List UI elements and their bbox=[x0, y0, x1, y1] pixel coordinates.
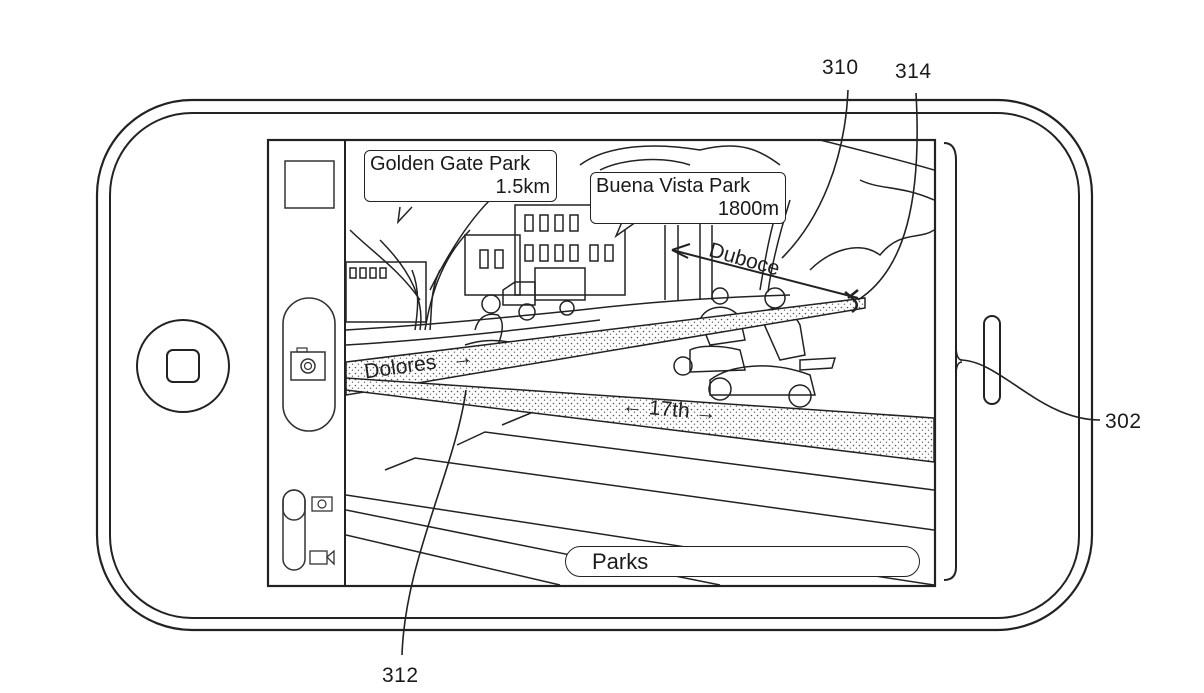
clear-icon[interactable] bbox=[889, 550, 913, 574]
street-overlay-dolores bbox=[346, 297, 866, 396]
poi-distance: 1.5km bbox=[495, 176, 550, 198]
home-button-icon bbox=[136, 319, 230, 413]
leader-312 bbox=[401, 389, 467, 656]
poi-distance: 1800m bbox=[717, 198, 779, 220]
mode-toggle-thumb bbox=[282, 489, 306, 521]
street-overlay-17th bbox=[346, 377, 934, 463]
search-bar[interactable]: Parks bbox=[565, 546, 920, 577]
camera-icon bbox=[290, 347, 326, 381]
poi-callout-buena-vista-park[interactable]: Buena Vista Park 1800m bbox=[590, 172, 786, 224]
phone-inner-outline bbox=[109, 112, 1080, 619]
shutter-button[interactable] bbox=[283, 298, 335, 431]
leader-302 bbox=[959, 359, 1101, 421]
arrow-right-icon: → bbox=[694, 400, 718, 426]
arrow-left-icon: ← bbox=[621, 393, 645, 419]
ref-numeral-302: 302 bbox=[1105, 410, 1142, 433]
leader-310 bbox=[781, 89, 849, 259]
screen-bracket bbox=[943, 142, 957, 581]
photo-mode-icon bbox=[311, 496, 333, 512]
speaker-slot bbox=[983, 315, 1001, 405]
screen-frame bbox=[266, 138, 937, 588]
shutter-button-outline bbox=[282, 297, 336, 432]
ref-numeral-314: 314 bbox=[895, 60, 932, 83]
photo-video-toggle[interactable] bbox=[283, 490, 335, 570]
street-overlay-duboce bbox=[671, 243, 859, 314]
poi-name: Buena Vista Park bbox=[596, 175, 751, 197]
video-mode-icon bbox=[309, 549, 335, 566]
arrow-right-icon: → bbox=[450, 345, 475, 372]
phone-outer-outline bbox=[95, 98, 1094, 632]
thumbnail-button[interactable] bbox=[285, 161, 334, 208]
poi-callout-golden-gate-park[interactable]: Golden Gate Park 1.5km bbox=[364, 150, 557, 202]
thumbnail-preview bbox=[284, 160, 335, 209]
poi-name: Golden Gate Park bbox=[370, 153, 531, 175]
search-icon bbox=[568, 550, 590, 572]
search-input-value[interactable]: Parks bbox=[592, 549, 649, 574]
ref-numeral-312: 312 bbox=[382, 664, 419, 687]
leader-314 bbox=[857, 92, 918, 301]
home-button[interactable] bbox=[137, 320, 229, 412]
ref-numeral-310: 310 bbox=[822, 56, 859, 79]
